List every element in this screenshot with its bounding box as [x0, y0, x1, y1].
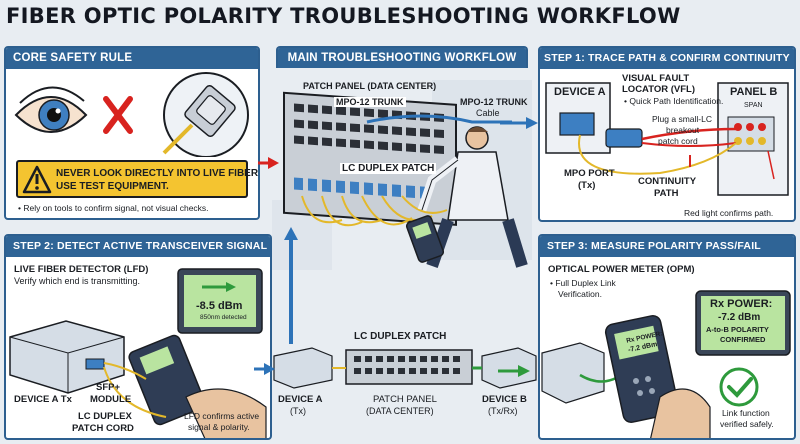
link-device-b-sub: (Tx/Rx) — [488, 406, 518, 416]
step1-mpo-port-2: (Tx) — [578, 180, 596, 191]
step1-plug-1: Plug a small-LC — [652, 114, 712, 124]
step1-plug-2: breakout — [666, 125, 700, 135]
step2-lfd-sub: Verify which end is transmitting. — [14, 276, 141, 286]
step3-opm-b1: • Full Duplex Link — [550, 278, 616, 288]
step3-rx-value: -7.2 dBm — [718, 312, 761, 323]
step2-panel: STEP 2: DETECT ACTIVE TRANSCEIVER SIGNAL… — [4, 234, 272, 440]
lc-duplex-top-label: LC DUPLEX PATCH — [340, 163, 437, 174]
step3-header: STEP 3: MEASURE POLARITY PASS/FAIL (OPM) — [540, 236, 794, 273]
mpo-trunk-cable-label-2: Cable — [476, 108, 500, 118]
step1-header: STEP 1: TRACE PATH & CONFIRM CONTINUITY … — [540, 48, 794, 85]
page-title: FIBER OPTIC POLARITY TROUBLESHOOTING WOR… — [6, 4, 681, 28]
step3-verified-1: Link function — [722, 408, 770, 418]
step1-span: SPAN — [744, 102, 763, 109]
step3-rx-label: Rx POWER: — [710, 298, 773, 310]
link-device-b: DEVICE B — [482, 394, 527, 405]
step2-illustration — [9, 268, 267, 438]
step2-confirm-2: signal & polarity. — [188, 422, 250, 432]
step1-vfl-title-2: LOCATOR (VFL) — [622, 84, 695, 95]
step3-verified-2: verified safely. — [720, 419, 774, 429]
step2-reading-sub: 850nm detected — [200, 314, 247, 321]
warning-line-1: NEVER LOOK DIRECTLY INTO LIVE FIBER. — [56, 168, 260, 179]
step3-polarity-1: A-to-B POLARITY — [706, 325, 769, 334]
safety-note: • Rely on tools to confirm signal, not v… — [18, 203, 209, 213]
step1-red-light: Red light confirms path. — [684, 208, 774, 218]
step3-polarity-2: CONFIRMED — [720, 335, 766, 344]
main-workflow-header: MAIN TROUBLESHOOTING WORKFLOW — [278, 48, 526, 68]
step2-device-a-tx: DEVICE A Tx — [14, 394, 72, 405]
step2-lc-cord-2: PATCH CORD — [72, 423, 134, 434]
warning-triangle-icon — [22, 165, 52, 194]
main-workflow-panel: MAIN TROUBLESHOOTING WORKFLOW — [276, 46, 528, 68]
patch-panel-top-label: PATCH PANEL (DATA CENTER) — [303, 81, 437, 91]
lc-duplex-bottom-label: LC DUPLEX PATCH — [354, 331, 447, 342]
step1-device-a: DEVICE A — [554, 86, 606, 98]
step1-vfl-bullet: • Quick Path Identification. — [624, 96, 724, 106]
link-patch-panel-2: (DATA CENTER) — [366, 406, 434, 416]
step1-panel: STEP 1: TRACE PATH & CONFIRM CONTINUITY … — [538, 46, 796, 222]
link-device-a-sub: (Tx) — [290, 406, 306, 416]
step2-header: STEP 2: DETECT ACTIVE TRANSCEIVER SIGNAL… — [6, 236, 270, 273]
step1-continuity-1: CONTINUITY — [638, 176, 697, 187]
step1-panel-b: PANEL B — [730, 86, 778, 98]
main-workflow-illustration — [272, 80, 532, 270]
step3-illustration — [541, 290, 791, 438]
step1-illustration — [545, 82, 789, 196]
safety-header: CORE SAFETY RULE — [6, 48, 258, 69]
arrow-step2-up — [284, 227, 298, 344]
step1-mpo-port-1: MPO PORT — [564, 168, 615, 179]
warning-line-2: USE TEST EQUIPMENT. — [56, 181, 169, 192]
step3-opm-b2: Verification. — [558, 289, 602, 299]
link-patch-panel-1: PATCH PANEL — [373, 394, 437, 405]
step1-plug-3: patch cord — [658, 136, 698, 146]
step1-continuity-2: PATH — [654, 188, 679, 199]
arrow-step2-to-link — [254, 363, 275, 375]
eye-illustration — [14, 72, 249, 157]
step3-panel: STEP 3: MEASURE POLARITY PASS/FAIL (OPM)… — [538, 234, 796, 440]
safety-panel: CORE SAFETY RULE NEVER LOOK DIRECTLY INT… — [4, 46, 260, 220]
link-device-a: DEVICE A — [278, 394, 323, 405]
step3-opm-title: OPTICAL POWER METER (OPM) — [548, 264, 695, 275]
arrow-link-to-step3 — [498, 365, 530, 377]
step2-lc-cord-1: LC DUPLEX — [78, 411, 132, 422]
step1-vfl-title-1: VISUAL FAULT — [622, 73, 690, 84]
step2-confirm-1: LFD confirms active — [184, 411, 260, 421]
bottom-link-illustration — [273, 347, 537, 389]
mpo-trunk-label: MPO-12 TRUNK — [334, 97, 406, 107]
step2-reading: -8.5 dBm — [196, 300, 243, 312]
step2-sfp-1: SFP+ — [96, 382, 121, 393]
warning-box: NEVER LOOK DIRECTLY INTO LIVE FIBER. USE… — [16, 160, 258, 198]
arrow-to-step1 — [500, 117, 538, 129]
step2-sfp-2: MODULE — [90, 394, 132, 405]
mpo-trunk-cable-label-1: MPO-12 TRUNK — [460, 97, 528, 107]
step2-lfd-title: LIVE FIBER DETECTOR (LFD) — [14, 264, 149, 275]
arrow-safety-to-main — [258, 157, 279, 169]
